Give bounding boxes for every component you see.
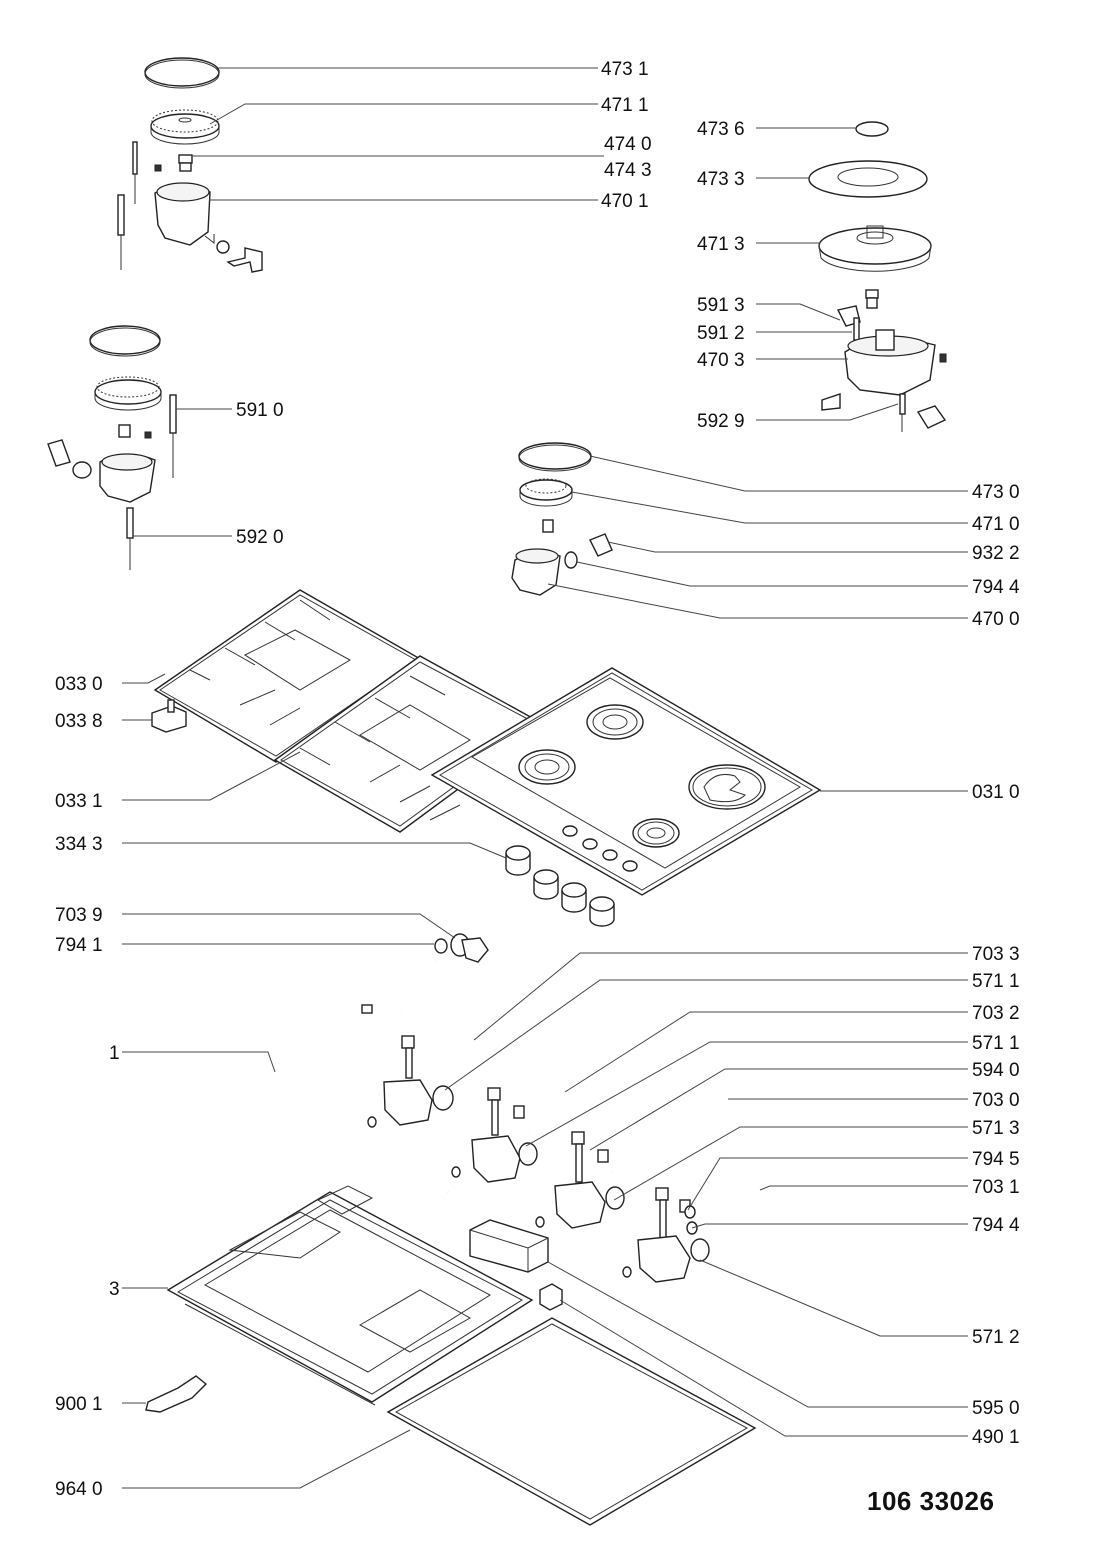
clip-top-right <box>916 405 947 429</box>
label-703-1: 703 1 <box>972 1177 1020 1198</box>
label-1: 1 <box>109 1043 120 1064</box>
label-591-0: 591 0 <box>236 400 284 421</box>
part-labels: 473 1 471 1 474 0 474 3 470 1 473 6 473 … <box>55 59 1020 1500</box>
label-571-1-b: 571 1 <box>972 1033 1020 1054</box>
label-474-0: 474 0 <box>604 134 652 155</box>
screw-top-right <box>939 353 947 363</box>
label-794-5: 794 5 <box>972 1149 1020 1170</box>
label-3: 3 <box>109 1279 120 1300</box>
burner-cap-473-0 <box>518 442 592 470</box>
ignition-module-595-0 <box>469 1219 549 1273</box>
label-571-3: 571 3 <box>972 1118 1020 1139</box>
injector-474-0 <box>178 154 193 172</box>
seal-794-5 <box>684 1205 696 1219</box>
label-470-3: 470 3 <box>697 350 745 371</box>
gas-tap-571-3 <box>535 1131 625 1229</box>
label-473-3: 473 3 <box>697 169 745 190</box>
label-703-3: 703 3 <box>972 944 1020 965</box>
burner-assembly-center <box>511 442 613 596</box>
label-471-0: 471 0 <box>972 514 1020 535</box>
label-033-8: 033 8 <box>55 711 103 732</box>
seal-794-4-a <box>564 551 578 569</box>
label-033-1: 033 1 <box>55 791 103 812</box>
label-470-0: 470 0 <box>972 609 1020 630</box>
label-703-0: 703 0 <box>972 1090 1020 1111</box>
hob-top-031-0 <box>430 667 822 896</box>
screw-474-3 <box>154 164 162 172</box>
burner-hole-large <box>688 764 766 810</box>
label-794-4-a: 794 4 <box>972 577 1020 598</box>
clip-top-left <box>226 247 263 273</box>
label-594-0: 594 0 <box>972 1060 1020 1081</box>
clip-932-2 <box>589 533 613 557</box>
flame-spreader-471-3 <box>818 225 932 272</box>
thermocouple-591-0 <box>169 394 177 478</box>
pipe-703-2 <box>529 1013 583 1135</box>
washer-794-1 <box>434 938 448 954</box>
burner-hole-small <box>632 818 680 848</box>
gas-tap-571-1-b <box>451 1087 538 1183</box>
base-tray-3 <box>166 1185 534 1406</box>
elbow-fitting-703-9 <box>450 933 489 963</box>
gas-rail-1 <box>263 959 450 1195</box>
burner-cap-473-3 <box>808 160 928 198</box>
burner-assembly-top-right <box>808 121 947 432</box>
spark-plug-591-2 <box>853 317 860 341</box>
knob-holes <box>562 825 638 872</box>
thermocouple-592-9 <box>899 393 906 432</box>
label-592-9: 592 9 <box>697 411 745 432</box>
label-794-4-b: 794 4 <box>972 1215 1020 1236</box>
document-number: 106 33026 <box>867 1486 995 1516</box>
injector-right <box>865 289 879 309</box>
label-571-2: 571 2 <box>972 1327 1020 1348</box>
gasket-964-0 <box>386 1317 757 1526</box>
label-932-2: 932 2 <box>972 543 1020 564</box>
label-900-1: 900 1 <box>55 1394 103 1415</box>
burner-cap-473-6 <box>855 121 889 137</box>
control-knobs-334-3 <box>505 845 615 927</box>
label-470-1: 470 1 <box>601 191 649 212</box>
label-471-3: 471 3 <box>697 234 745 255</box>
burner-body-470-3 <box>821 329 936 411</box>
label-473-1-top: 473 1 <box>601 59 649 80</box>
burner-assembly-middle-left <box>47 325 177 570</box>
label-473-0: 473 0 <box>972 482 1020 503</box>
label-591-3: 591 3 <box>697 295 745 316</box>
burner-body-470-1 <box>154 182 230 254</box>
flame-spreader-471-1 <box>150 109 220 145</box>
label-794-1: 794 1 <box>55 935 103 956</box>
burner-cap-473-1 <box>144 57 220 87</box>
thermocouple-592-0 <box>126 507 134 570</box>
label-490-1: 490 1 <box>972 1427 1020 1448</box>
leader-lines <box>122 67 968 1489</box>
gas-tap-571-1-a <box>367 1035 454 1128</box>
flame-spreader-471-0 <box>519 478 573 507</box>
thermocouple-left <box>117 141 138 270</box>
switch-490-1 <box>539 1283 563 1311</box>
label-571-1-a: 571 1 <box>972 971 1020 992</box>
label-703-9: 703 9 <box>55 905 103 926</box>
label-473-6: 473 6 <box>697 119 745 140</box>
label-334-3: 334 3 <box>55 834 103 855</box>
gas-tap-571-2 <box>622 1187 710 1283</box>
pipe-703-0 <box>611 1091 726 1173</box>
label-595-0: 595 0 <box>972 1398 1020 1419</box>
clamp-900-1 <box>145 1375 208 1413</box>
burner-hole-left <box>518 749 576 785</box>
label-591-2: 591 2 <box>697 323 745 344</box>
burner-assembly-top-left <box>117 57 263 273</box>
label-031-0: 031 0 <box>972 782 1020 803</box>
burner-hole-top <box>586 704 644 740</box>
label-964-0: 964 0 <box>55 1479 103 1500</box>
label-703-2: 703 2 <box>972 1003 1020 1024</box>
burner-body-470-0 <box>511 548 561 596</box>
label-474-3: 474 3 <box>604 160 652 181</box>
label-033-0: 033 0 <box>55 674 103 695</box>
label-592-0: 592 0 <box>236 527 284 548</box>
label-471-1-top: 471 1 <box>601 95 649 116</box>
